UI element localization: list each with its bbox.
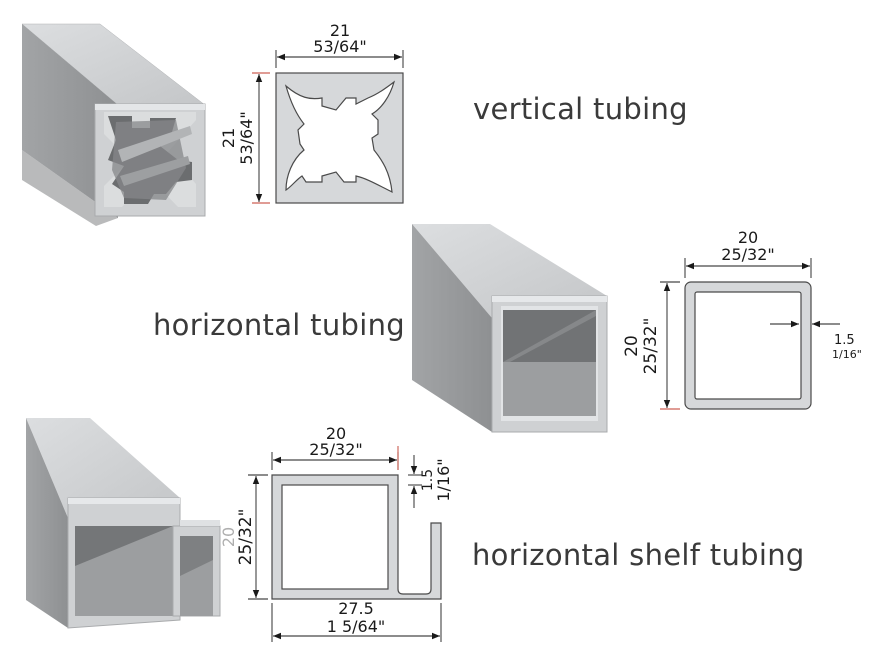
shelf-width-mm: 20 bbox=[326, 424, 346, 443]
horizontal-width-in: 25/32" bbox=[721, 245, 774, 264]
shelf-wall-in: 1/16" bbox=[434, 458, 453, 501]
horizontal-tubing-3d bbox=[412, 224, 608, 433]
horizontal-wall-mm: 1.5 bbox=[834, 333, 855, 348]
vertical-profile-2d bbox=[275, 72, 404, 204]
shelf-width-dimension: 20 25/32" bbox=[271, 424, 399, 470]
horizontal-height-mm: 20 bbox=[622, 335, 642, 357]
shelf-height-dimension: 20 25/32" bbox=[219, 474, 268, 600]
vertical-height-in: 53/64" bbox=[237, 111, 256, 164]
vertical-tubing-3d bbox=[21, 23, 206, 226]
horizontal-height-in: 25/32" bbox=[641, 318, 661, 375]
vertical-width-in: 53/64" bbox=[313, 37, 366, 56]
horizontal-wall-dimension: 1.5 1/16" bbox=[770, 320, 862, 361]
shelf-total-width-in: 1 5/64" bbox=[327, 617, 386, 636]
vertical-height-dimension: 21 53/64" bbox=[219, 72, 270, 204]
horizontal-tubing-label: horizontal tubing bbox=[153, 308, 405, 342]
shelf-wall-dimension: 1.5 1/16" bbox=[397, 446, 453, 508]
horizontal-height-dimension: 20 25/32" bbox=[622, 281, 680, 410]
shelf-height-mm: 20 bbox=[219, 527, 238, 547]
shelf-wall-mm: 1.5 bbox=[420, 469, 436, 491]
vertical-width-dimension: 21 53/64" bbox=[275, 21, 404, 68]
horizontal-profile-2d bbox=[684, 281, 812, 410]
shelf-tubing-3d bbox=[26, 418, 221, 629]
vertical-tubing-label: vertical tubing bbox=[473, 92, 688, 126]
shelf-profile-2d bbox=[271, 474, 442, 600]
shelf-width-in: 25/32" bbox=[309, 440, 362, 459]
horizontal-width-dimension: 20 25/32" bbox=[684, 228, 812, 278]
vertical-height-mm: 21 bbox=[219, 128, 238, 148]
shelf-height-in: 25/32" bbox=[236, 509, 256, 566]
shelf-total-width-mm: 27.5 bbox=[338, 599, 374, 618]
shelf-total-width-dimension: 27.5 1 5/64" bbox=[271, 599, 442, 642]
horizontal-shelf-tubing-label: horizontal shelf tubing bbox=[472, 538, 805, 572]
vertical-width-mm: 21 bbox=[330, 21, 350, 40]
horizontal-width-mm: 20 bbox=[738, 228, 758, 247]
horizontal-wall-in: 1/16" bbox=[832, 348, 862, 361]
